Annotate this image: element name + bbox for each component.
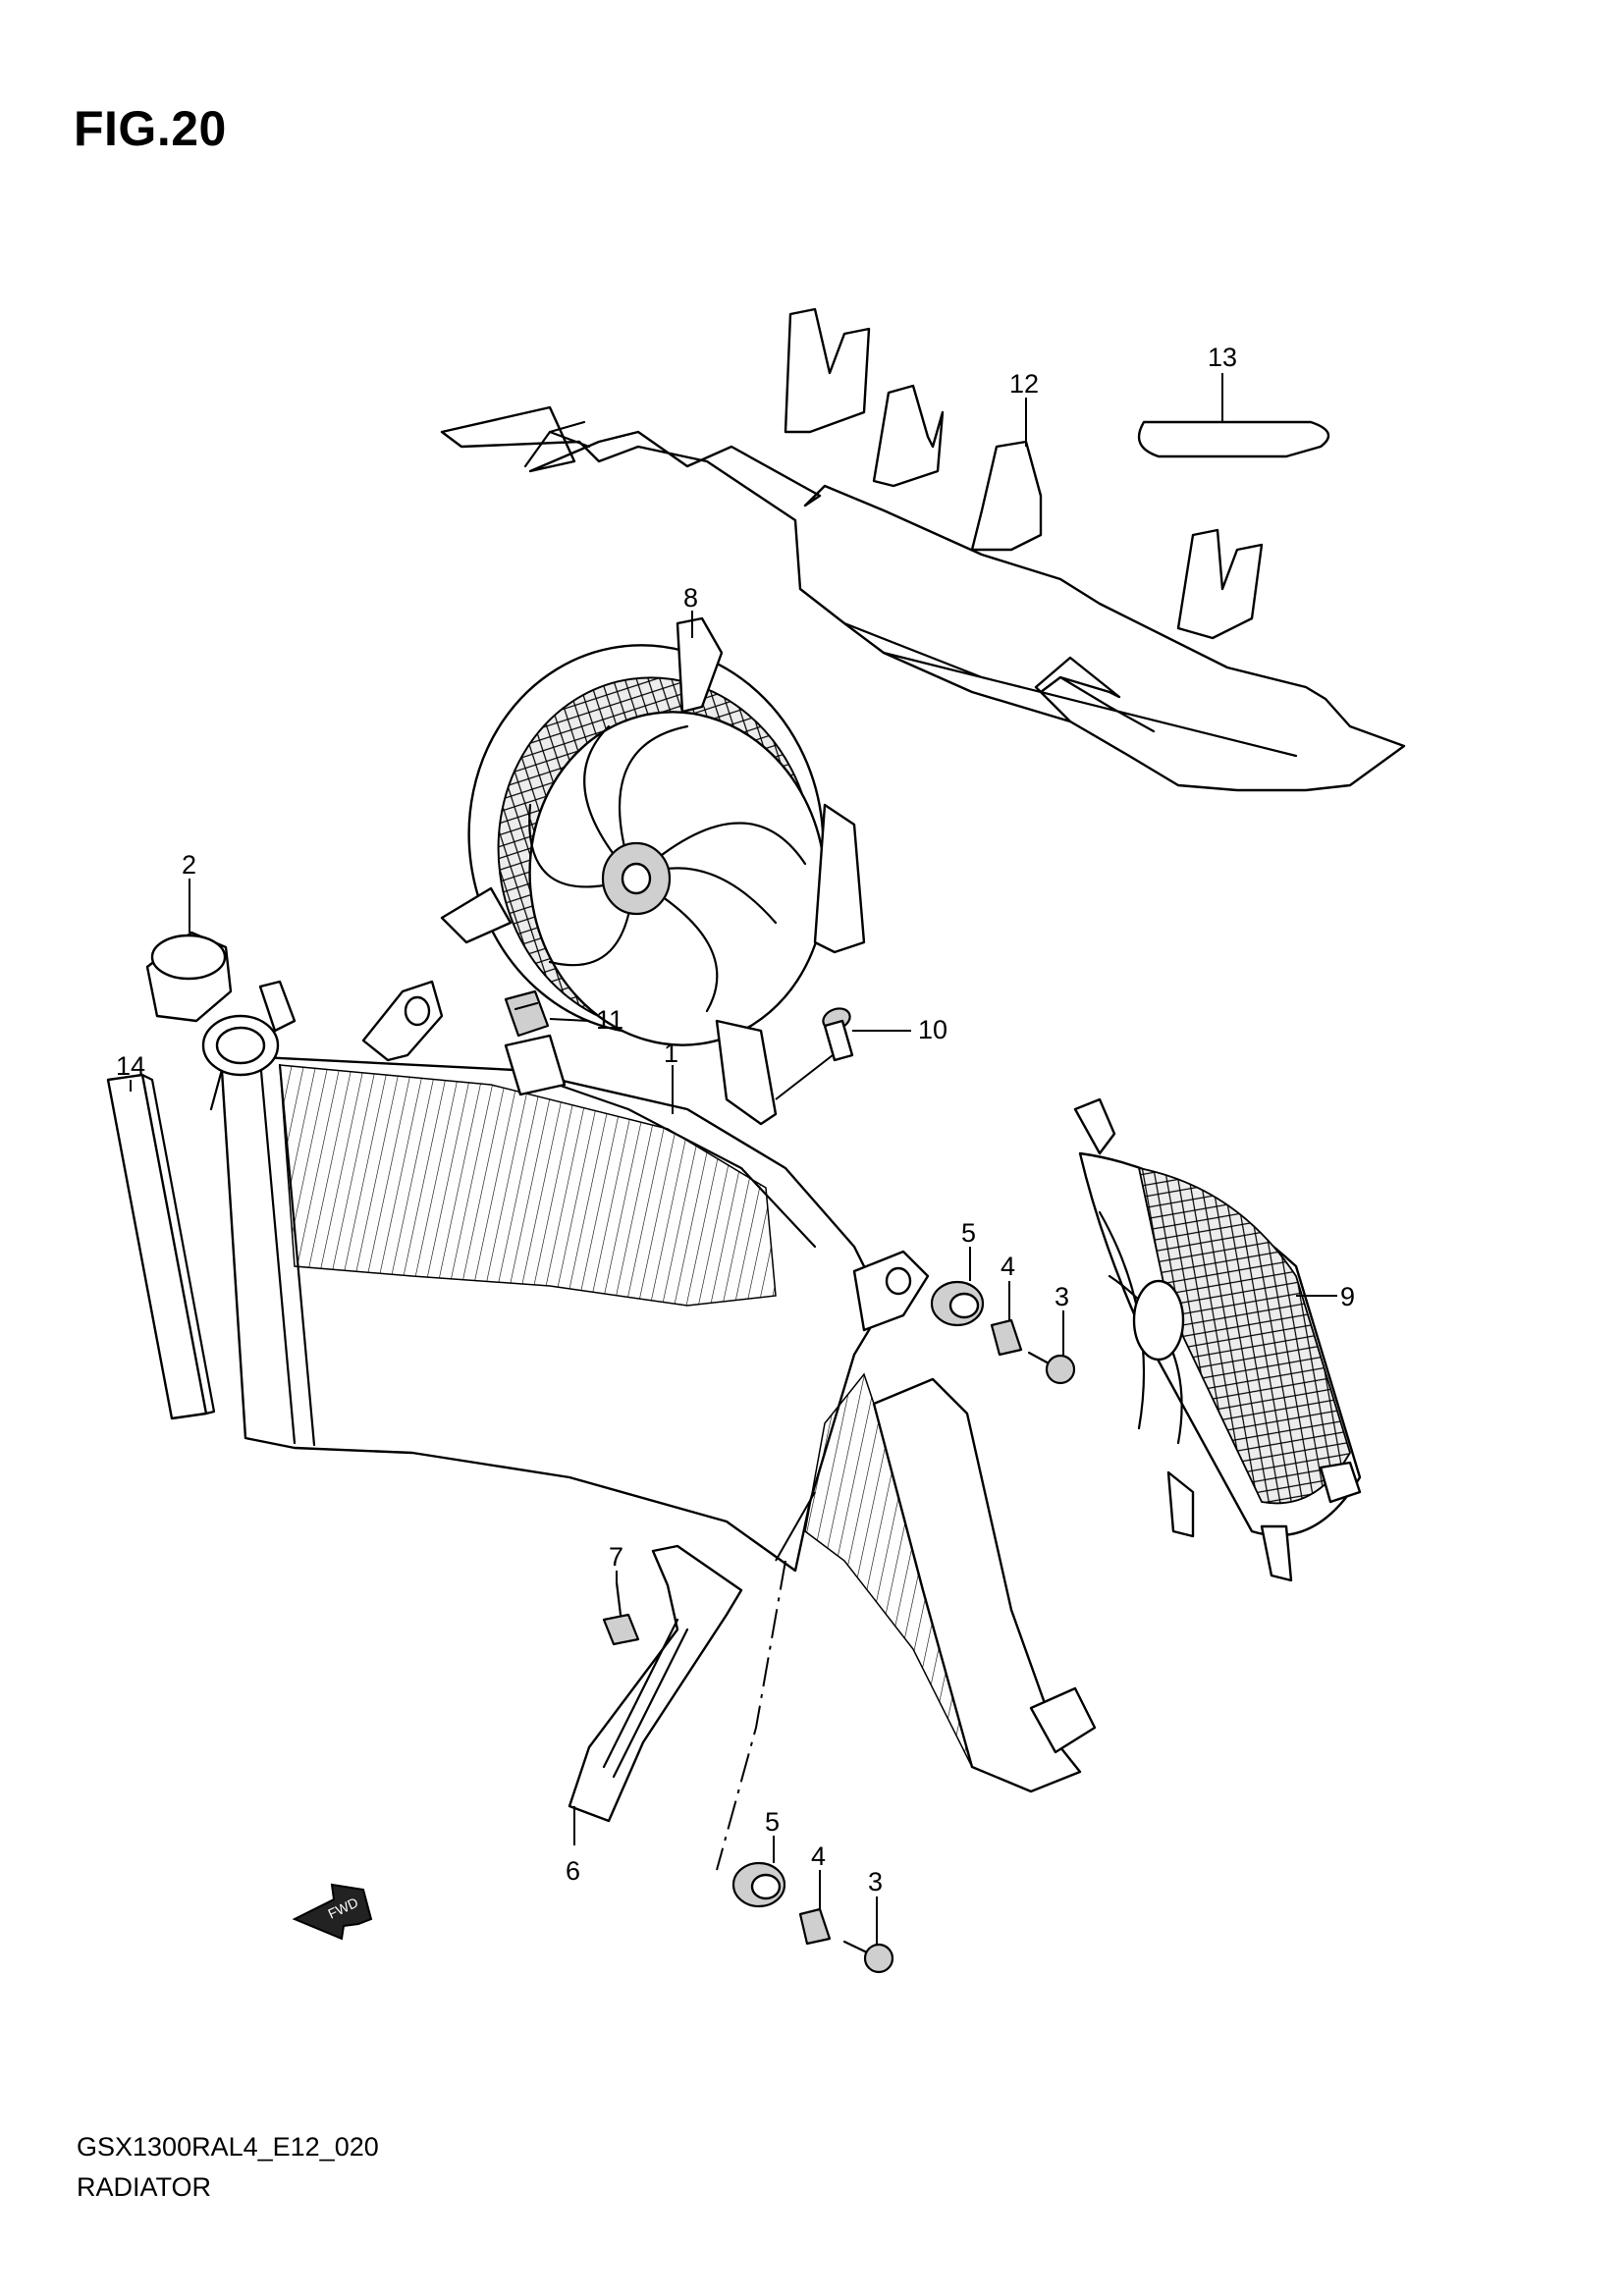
bolt-3-lower-part [842,1940,894,1974]
cooling-fan-secondary-part [1073,1097,1362,1582]
seal-strip-part [106,1073,216,1420]
cooling-fan-main-part [440,616,866,1126]
callout-11: 11 [596,1005,623,1035]
clip-nut-part [504,989,550,1038]
callout-5b: 5 [765,1807,780,1837]
figure-title: FIG.20 [74,101,227,156]
mounting-bracket-part [568,1544,743,1823]
callout-labels: 1 2 3 3 4 4 5 5 6 7 8 9 10 11 12 13 14 [116,343,1355,1896]
callout-12: 12 [1009,369,1039,399]
callout-3b: 3 [868,1867,883,1896]
bolt-10-part [822,1007,854,1062]
callout-4a: 4 [1001,1252,1015,1281]
cushion-strip-part [1137,420,1330,458]
radiator-core-part [201,980,1097,1793]
radiator-cover-part [440,307,1406,792]
collar-4-upper-part [990,1318,1023,1357]
callout-5a: 5 [961,1218,976,1248]
callout-2: 2 [182,850,196,880]
callout-9: 9 [1340,1282,1355,1311]
leader-lines [130,373,1337,1945]
forward-direction-arrow: FWD [292,1883,373,1941]
callout-14: 14 [116,1051,145,1081]
callout-4b: 4 [811,1842,826,1871]
callout-8: 8 [683,583,698,613]
callout-3a: 3 [1055,1282,1069,1311]
grommet-5-upper-part [930,1280,985,1327]
callout-1: 1 [664,1039,678,1068]
bolt-3-upper-part [1027,1351,1076,1385]
drawing-code: GSX1300RAL4_E12_020 [77,2132,379,2162]
collar-4-lower-part [798,1907,832,1946]
callout-6: 6 [566,1856,580,1886]
callout-10: 10 [918,1015,947,1044]
drawing-caption: RADIATOR [77,2172,212,2202]
grommet-5-lower-part [731,1861,786,1908]
callout-13: 13 [1208,343,1237,372]
callout-7: 7 [609,1542,623,1572]
radiator-cap-part [145,931,233,1023]
bolt-7-part [602,1580,640,1646]
